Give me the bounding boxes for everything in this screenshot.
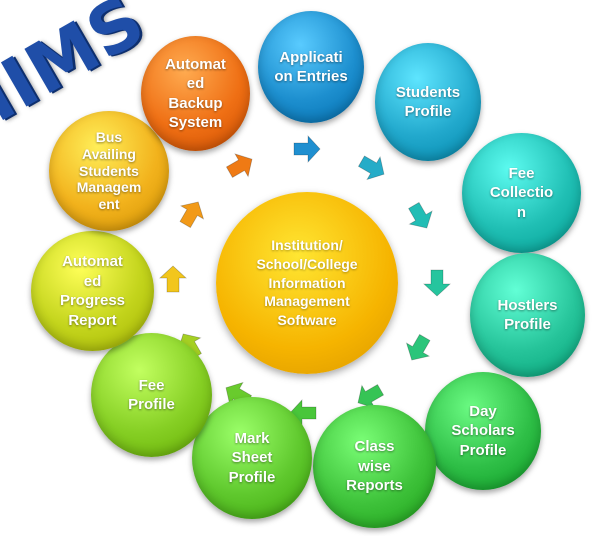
- module-label: Bus Availing Students Managem ent: [76, 129, 142, 213]
- module-label: Fee Collectio n: [489, 164, 554, 221]
- module-automated-progress-report[interactable]: Automat ed Progress Report: [31, 231, 154, 351]
- module-label: Hostlers Profile: [497, 296, 558, 334]
- module-fee-collection[interactable]: Fee Collectio n: [462, 133, 581, 253]
- module-label: Automat ed Backup System: [165, 55, 226, 132]
- module-day-scholars-profile[interactable]: Day Scholars Profile: [425, 372, 541, 490]
- center-text: Institution/ School/College Information …: [256, 236, 358, 329]
- arrow-10: [158, 265, 188, 293]
- module-fee-profile[interactable]: Fee Profile: [91, 333, 212, 457]
- module-application-entries[interactable]: Applicati on Entries: [258, 11, 364, 123]
- module-mark-sheet-profile[interactable]: Mark Sheet Profile: [192, 397, 312, 519]
- arrow-1: [293, 134, 321, 164]
- module-label: Fee Profile: [128, 376, 175, 414]
- arrow-5: [405, 333, 431, 361]
- arrow-11: [179, 201, 205, 229]
- module-class-wise-reports[interactable]: Class wise Reports: [313, 405, 436, 528]
- arrow-2: [357, 155, 385, 181]
- arrow-6: [357, 384, 385, 409]
- module-label: Day Scholars Profile: [451, 402, 515, 459]
- module-label: Automat ed Progress Report: [59, 253, 126, 329]
- module-label: Class wise Reports: [346, 438, 403, 495]
- module-automated-backup-system[interactable]: Automat ed Backup System: [141, 36, 250, 151]
- module-label: Students Profile: [395, 83, 461, 121]
- center-hub: Institution/ School/College Information …: [216, 192, 398, 374]
- module-label: Mark Sheet Profile: [228, 429, 276, 486]
- module-students-profile[interactable]: Students Profile: [375, 43, 481, 161]
- arrow-12: [225, 153, 253, 178]
- module-hostlers-profile[interactable]: Hostlers Profile: [470, 253, 585, 377]
- module-bus-availing-students-management[interactable]: Bus Availing Students Managem ent: [49, 111, 169, 231]
- arrow-4: [422, 269, 452, 297]
- module-label: Applicati on Entries: [274, 48, 348, 86]
- arrow-3: [408, 201, 433, 229]
